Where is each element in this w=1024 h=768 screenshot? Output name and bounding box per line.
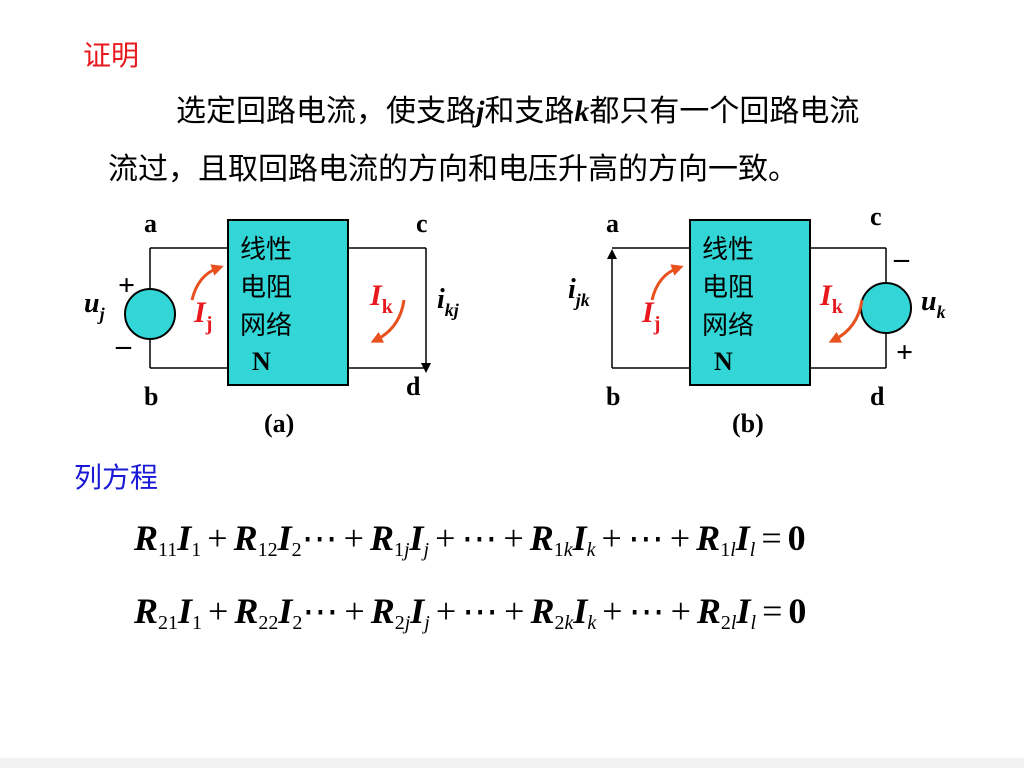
plus-sign: + [896, 336, 913, 369]
equation-2: R21I1+R22I2⋯+R2jIj+⋯+R2kIk+⋯+R2lIl=0 [134, 591, 807, 634]
loop-current-label: Ij [193, 296, 212, 335]
circuit-b: 线性 电阻 网络 N a b c d – + uk Ij Ik ijk (b) [568, 202, 946, 438]
paragraph-line-2: 流过，且取回路电流的方向和电压升高的方向一致。 [108, 152, 798, 187]
node-label-b: b [606, 382, 620, 411]
node-label-b: b [144, 382, 158, 411]
node-label-d: d [870, 382, 885, 411]
source-voltage-label: uk [921, 286, 946, 322]
node-label-a: a [606, 209, 619, 238]
branch-j-variable: j [476, 95, 485, 128]
network-box [689, 219, 811, 386]
network-label: 网络 [702, 311, 754, 341]
paragraph-line-1: 选定回路电流，使支路j和支路k都只有一个回路电流 [176, 86, 859, 130]
loop-current-label: Ik [369, 279, 394, 318]
loop-current-arrow [828, 299, 864, 343]
paragraph-text: 和支路 [484, 94, 575, 129]
circuit-a: 线性 电阻 网络 N a b c d + – uj Ij Ik ikj (a) [84, 209, 460, 438]
node-label-c: c [870, 202, 882, 231]
voltage-source [124, 288, 176, 340]
node-label-c: c [416, 209, 428, 238]
network-label: 电阻 [240, 273, 292, 303]
node-label-a: a [144, 209, 157, 238]
loop-current-label: Ij [641, 296, 660, 335]
network-label-n: N [714, 347, 733, 376]
circuit-diagrams: 线性 电阻 网络 N a b c d + – uj Ij Ik ikj (a) … [84, 202, 946, 438]
voltage-source [860, 282, 912, 334]
loop-current-label: Ik [819, 279, 844, 318]
plus-sign: + [118, 269, 135, 302]
minus-sign: – [893, 242, 910, 275]
equations-heading: 列方程 [74, 461, 159, 494]
paragraph-text: 选定回路电流，使支路 [176, 94, 476, 129]
branch-current-label: ijk [568, 274, 590, 310]
loop-current-arrow [190, 264, 224, 301]
branch-k-variable: k [574, 95, 590, 128]
network-label: 线性 [240, 235, 292, 265]
caption-a: (a) [264, 409, 294, 438]
network-label: 电阻 [702, 273, 754, 303]
caption-b: (b) [732, 409, 764, 438]
network-box [227, 219, 349, 386]
paragraph-text: 都只有一个回路电流 [589, 94, 860, 129]
node-label-d: d [406, 372, 421, 401]
source-voltage-label: uj [84, 288, 106, 324]
loop-current-arrow [370, 299, 406, 343]
equation-1: R11I1+R12I2⋯+R1jIj+⋯+R1kIk+⋯+R1lIl=0 [134, 518, 806, 561]
loop-current-arrow [650, 264, 684, 301]
network-label: 线性 [702, 235, 754, 265]
branch-current-label: ikj [437, 284, 460, 320]
bottom-strip [0, 758, 1024, 768]
proof-heading: 证明 [83, 39, 140, 72]
minus-sign: – [115, 329, 132, 362]
network-label: 网络 [240, 311, 292, 341]
network-label-n: N [252, 347, 271, 376]
